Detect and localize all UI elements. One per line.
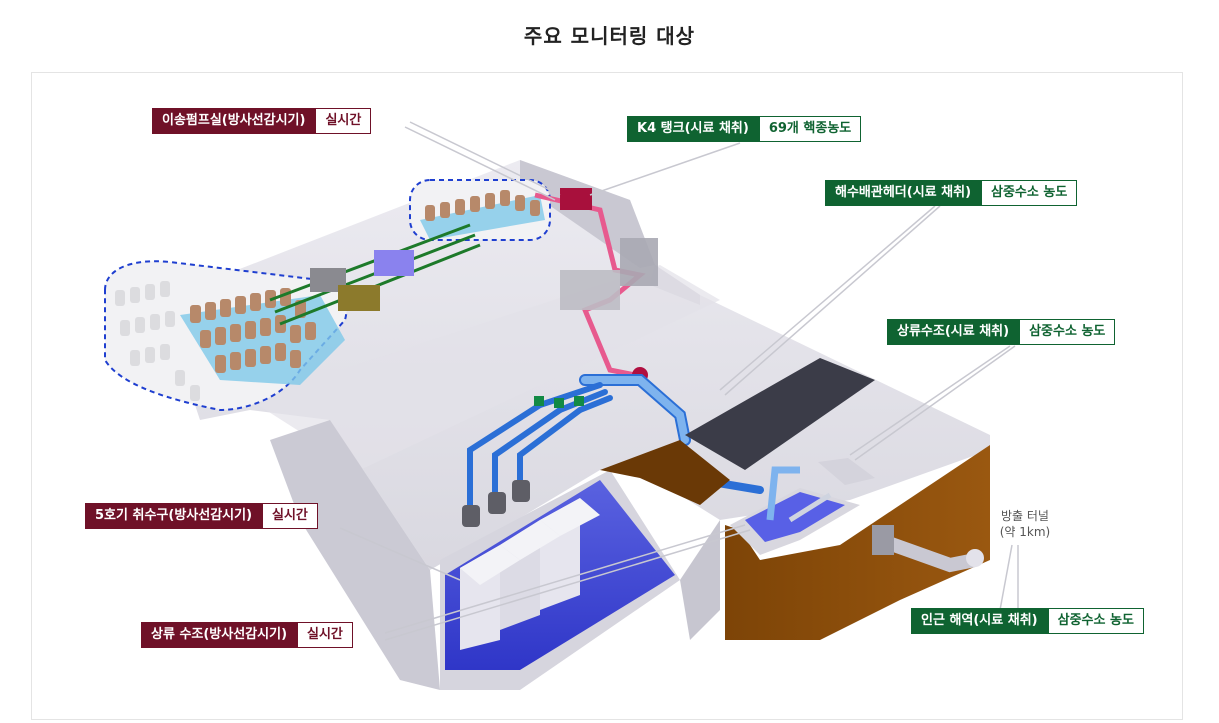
discharge-header-label: 해수배관헤더(시료 채취) 삼중수소 농도 [825,180,1078,206]
tunnel-note: 방출 터널 (약 1km) [985,508,1065,540]
upstream-tank-sample-label: 상류수조(시료 채취) 삼중수소 농도 [887,319,1116,345]
building-roof [685,358,875,470]
unit5-intake-value: 실시간 [262,503,318,529]
nearby-sea-label: 인근 해역(시료 채취) 삼중수소 농도 [911,608,1144,634]
discharge-header-value: 삼중수소 농도 [981,180,1078,206]
upstream-tank-monitor-value: 실시간 [297,622,353,648]
k4-tank-name: K4 탱크(시료 채취) [627,116,759,142]
tunnel-note-length: (약 1km) [999,525,1051,539]
upstream-tank-monitor-name: 상류 수조(방사선감시기) [141,622,298,648]
nearby-sea-value: 삼중수소 농도 [1047,608,1144,634]
leader-lines [339,121,1019,641]
unit5-intake-name: 5호기 취수구(방사선감시기) [85,503,263,529]
upstream-tank-sample-name: 상류수조(시료 채취) [887,319,1020,345]
transfer-pipe [534,188,658,383]
unit5-intake-label: 5호기 취수구(방사선감시기) 실시간 [85,503,318,529]
upstream-tank-sample-value: 삼중수소 농도 [1019,319,1116,345]
intake-channel [445,480,675,670]
intake-pumps [462,480,530,527]
page-title: 주요 모니터링 대상 [523,24,696,48]
soil-block [600,440,990,640]
sample-valves [534,396,584,408]
discharge-tunnel [872,525,984,573]
k4-tank-value: 69개 핵종농도 [758,116,862,142]
tunnel-note-title: 방출 터널 [1001,509,1049,523]
pump-room-name: 이송펌프실(방사선감시기) [152,108,316,134]
pump-room-value: 실시간 [315,108,372,134]
pump-room-label: 이송펌프실(방사선감시기) 실시간 [152,108,372,134]
tank-farm-k4 [409,179,551,241]
discharge-header-name: 해수배관헤더(시료 채취) [825,180,982,206]
k4-tank-label: K4 탱크(시료 채취) 69개 핵종농도 [627,116,862,142]
filter-unit [338,285,380,311]
upstream-tank-monitor-label: 상류 수조(방사선감시기) 실시간 [141,622,353,648]
tank-farm-left [104,260,348,412]
nearby-sea-name: 인근 해역(시료 채취) [911,608,1048,634]
upstream-tank [730,458,875,555]
treatment-unit [374,250,414,276]
